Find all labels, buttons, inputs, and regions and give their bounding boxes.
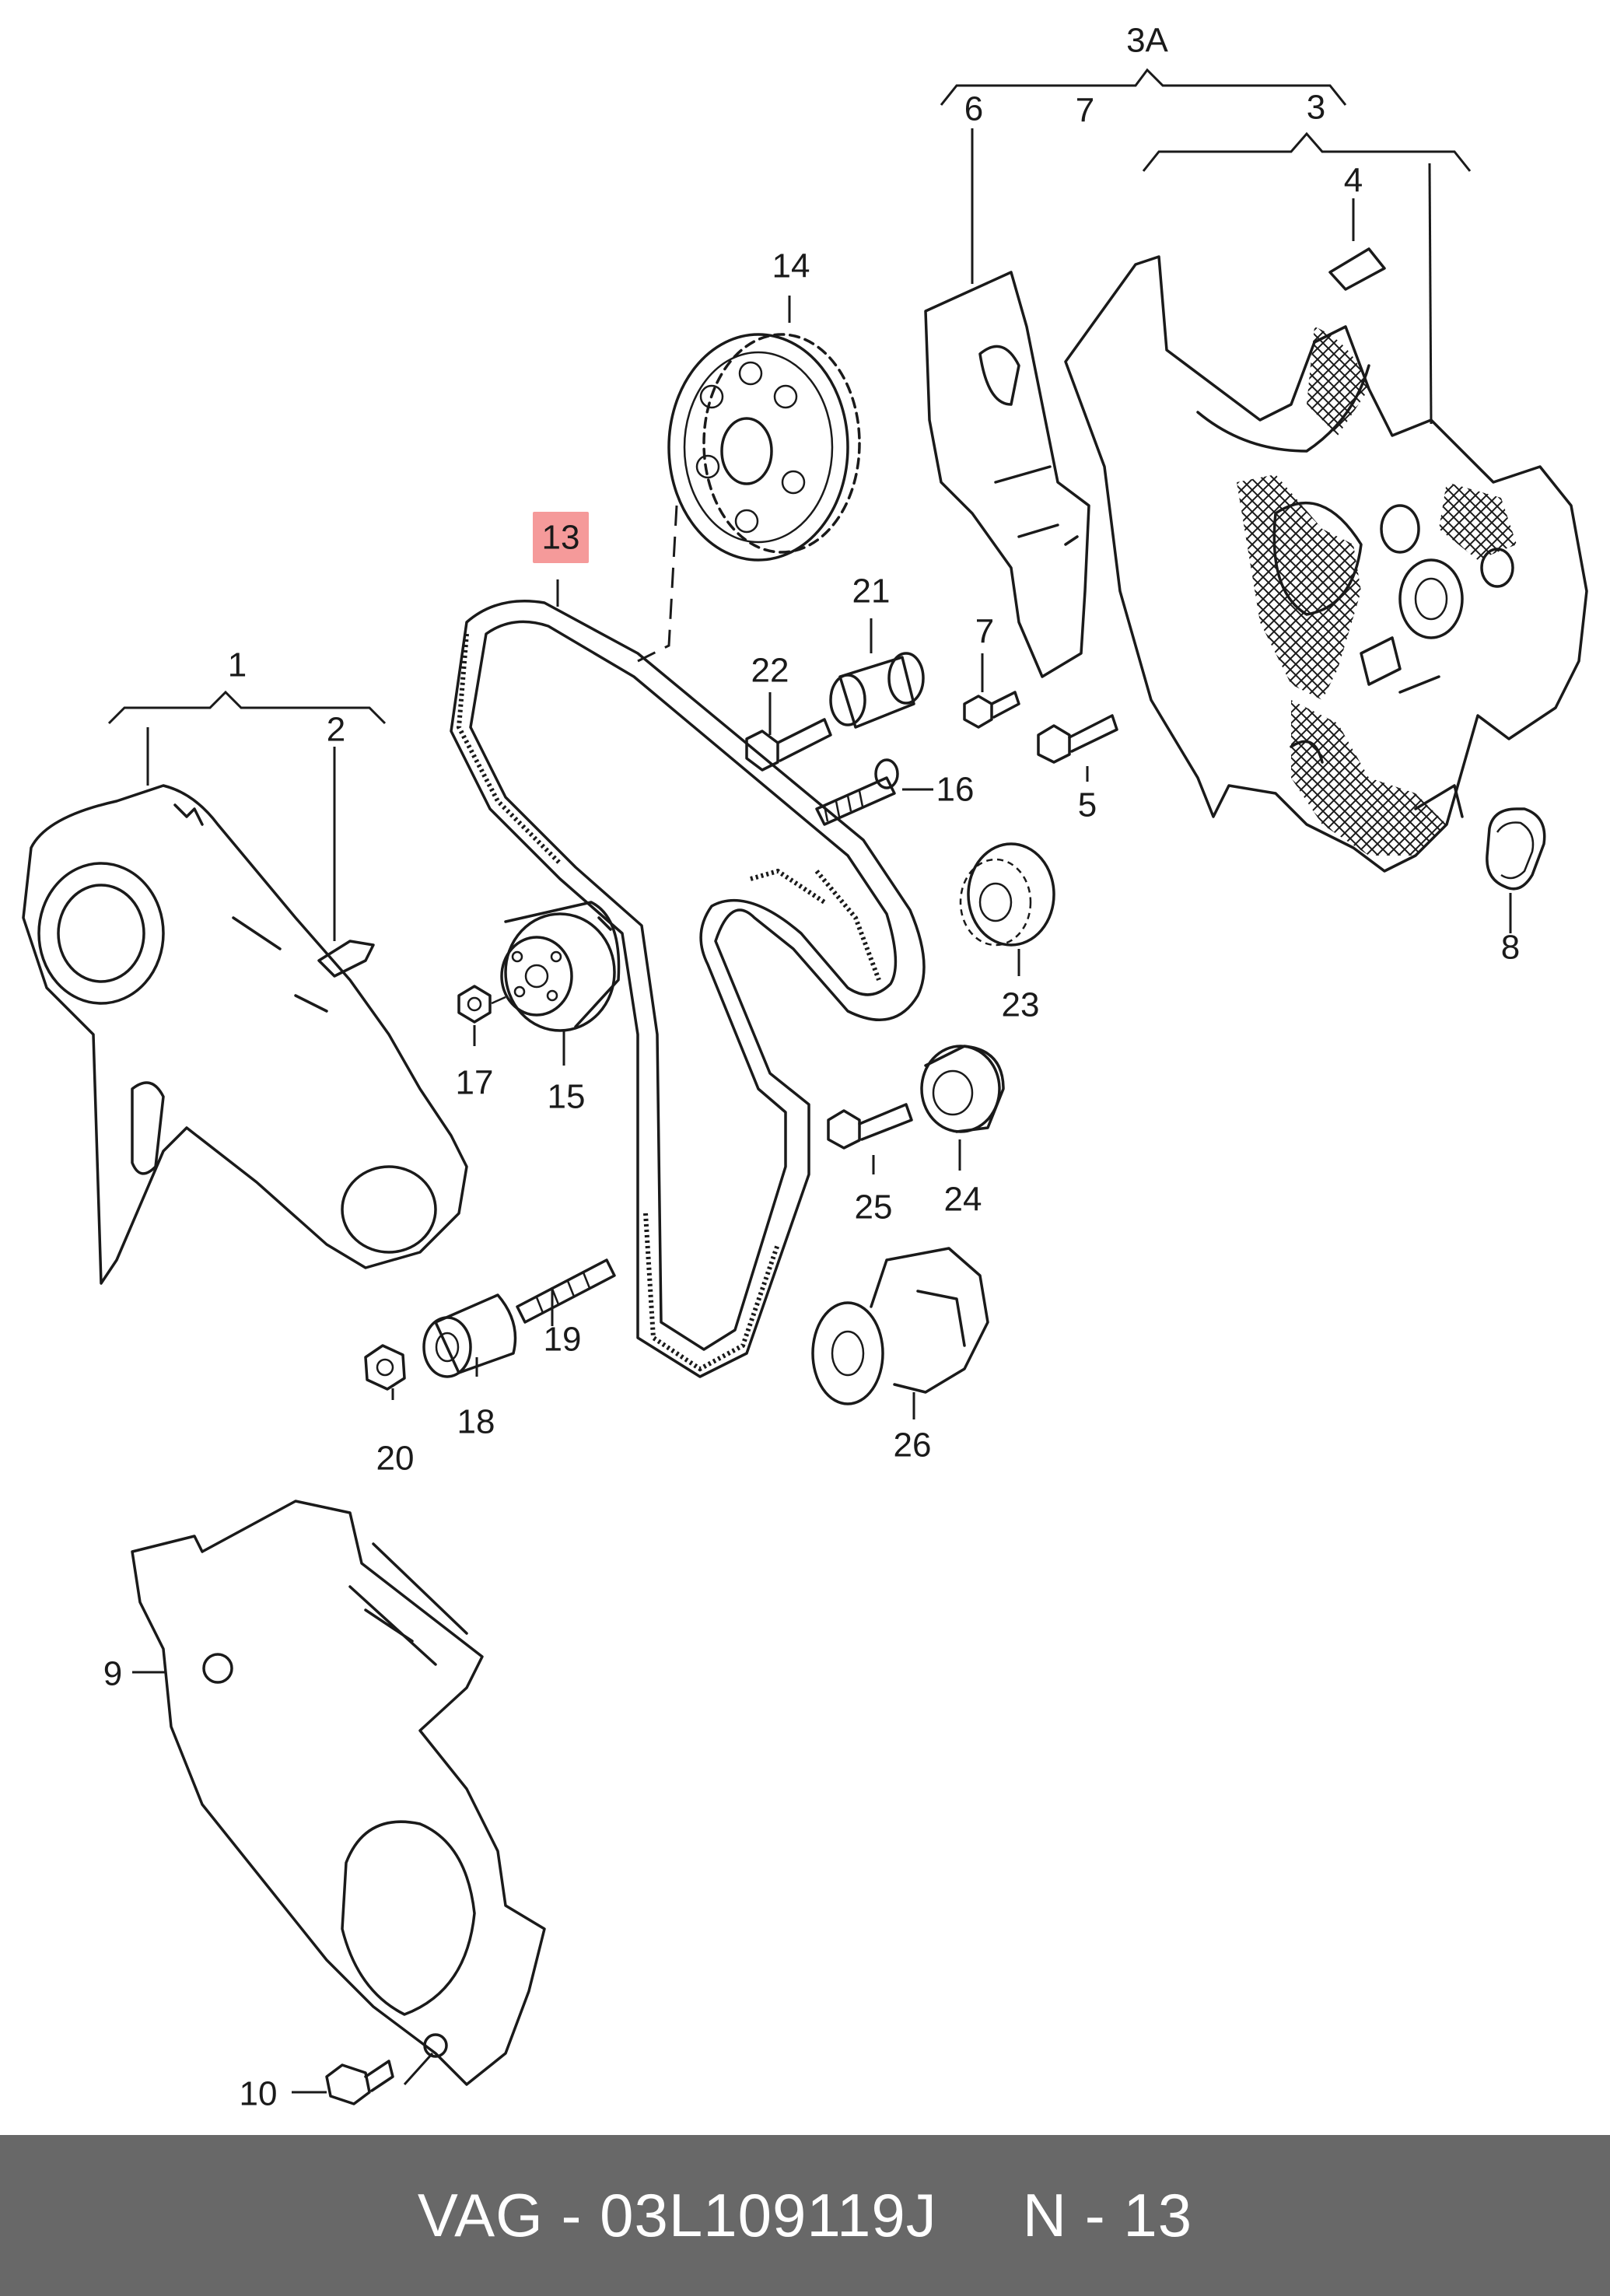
callout-14: 14 [772, 247, 810, 285]
clip-4 [1328, 247, 1386, 291]
rear-cover-6 [924, 271, 1090, 678]
part-number-text: VAG - 03L109119J [417, 2181, 937, 2249]
water-pump [811, 1247, 989, 1405]
callout-4: 4 [1344, 162, 1363, 200]
callout-19: 19 [544, 1321, 582, 1359]
nut-17 [457, 985, 506, 1024]
callout-3a: 3A [1126, 22, 1168, 60]
callout-3: 3 [1307, 89, 1325, 127]
camshaft-sprocket [637, 333, 861, 663]
plug-8 [1486, 807, 1546, 891]
callout-13: 13 [542, 519, 580, 557]
callout-18: 18 [457, 1403, 495, 1441]
bolt-25 [827, 1103, 913, 1150]
timing-belt-exploded-diagram: 3A 6 7 3 4 14 13 21 7 22 1 2 16 5 8 23 1… [22, 22, 1588, 2113]
nut-20 [364, 1344, 406, 1391]
bolt-5 [1037, 714, 1118, 764]
callout-22: 22 [751, 652, 789, 690]
upper-cover-left [22, 784, 468, 1285]
callout-labels: 3A 6 7 3 4 14 13 21 7 22 1 2 16 5 8 23 1… [103, 22, 1520, 2113]
callout-25: 25 [855, 1188, 893, 1227]
callout-23: 23 [1002, 986, 1040, 1024]
idler-pulley-24 [920, 1045, 1005, 1133]
idler-gear-23 [959, 842, 1055, 947]
callout-9: 9 [103, 1655, 122, 1693]
callout-6: 6 [964, 90, 983, 128]
part-number-footer: VAG - 03L109119J N - 13 [0, 2135, 1610, 2296]
callout-10: 10 [240, 2075, 278, 2113]
page-reference-text: N - 13 [1022, 2181, 1193, 2249]
bolt-22 [745, 718, 832, 772]
stud-16 [815, 758, 899, 826]
callout-21: 21 [852, 572, 891, 611]
roller-18 [422, 1293, 517, 1378]
bolt-10 [325, 2060, 394, 2105]
stud-19 [516, 1258, 616, 1324]
lower-timing-cover [131, 1500, 546, 2086]
highlight-box-13 [533, 512, 589, 563]
rear-panel-3 [1064, 255, 1588, 873]
callout-5: 5 [1078, 786, 1097, 824]
callout-17: 17 [456, 1064, 494, 1102]
sleeve-21 [829, 652, 925, 729]
timing-belt [450, 600, 926, 1378]
callout-15: 15 [548, 1078, 586, 1116]
callout-26: 26 [894, 1426, 932, 1465]
callout-8: 8 [1501, 929, 1520, 967]
callout-24: 24 [944, 1181, 982, 1219]
clip-2 [317, 940, 375, 978]
callout-7-top: 7 [1076, 92, 1094, 130]
callout-2: 2 [327, 711, 345, 749]
bolt-7 [963, 691, 1020, 729]
callout-20: 20 [376, 1440, 415, 1478]
callout-7: 7 [975, 613, 994, 651]
leader-lines [107, 68, 1512, 2094]
tensioner-roller [500, 901, 621, 1032]
callout-1: 1 [228, 646, 247, 684]
callout-16: 16 [936, 771, 975, 809]
